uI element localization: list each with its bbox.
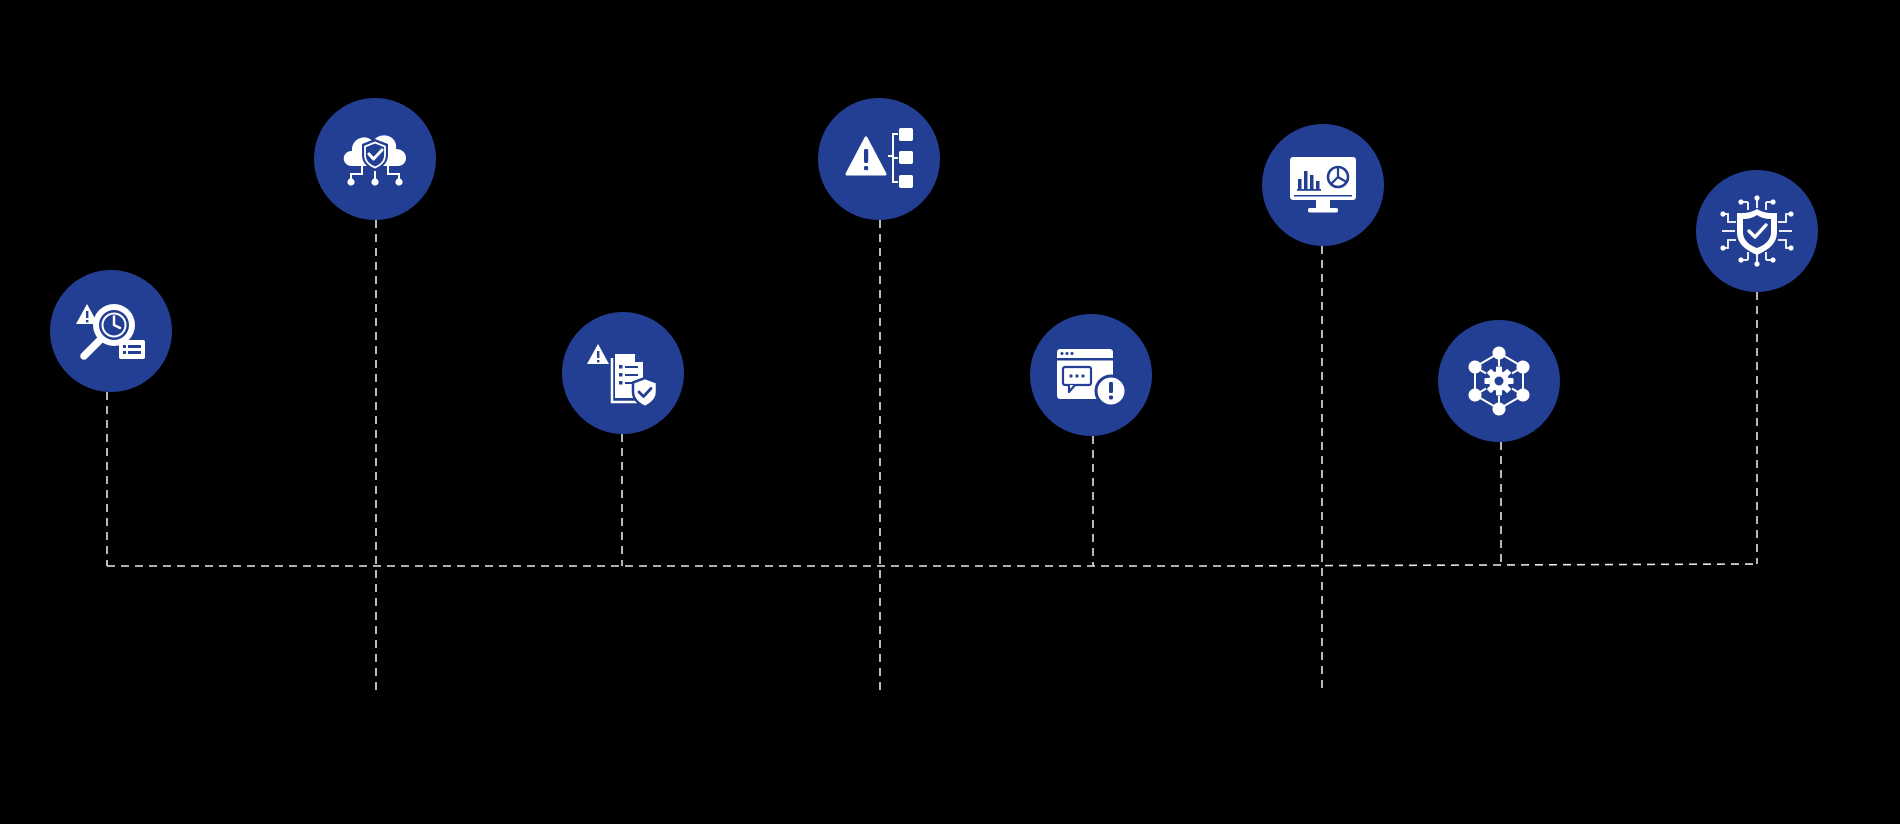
node-gear-network[interactable] <box>1438 320 1560 442</box>
circuit-shield-icon <box>1720 195 1794 267</box>
node-monitor-analytics[interactable] <box>1262 124 1384 246</box>
gear-network-icon <box>1468 346 1530 416</box>
node-cloud-security[interactable] <box>314 98 436 220</box>
risk-timer-search-icon <box>76 304 145 360</box>
node-browser-alert[interactable] <box>1030 314 1152 436</box>
node-circuit-shield[interactable] <box>1696 170 1818 292</box>
warning-hierarchy-icon <box>845 128 913 188</box>
node-warning-document[interactable] <box>562 312 684 434</box>
monitor-analytics-icon <box>1290 157 1356 213</box>
cloud-security-network-icon <box>343 135 407 186</box>
main-horizontal-line <box>107 563 1758 567</box>
node-risk-timer[interactable] <box>50 270 172 392</box>
warning-document-shield-icon <box>587 344 659 409</box>
browser-chat-alert-icon <box>1057 349 1128 408</box>
node-warning-hierarchy[interactable] <box>818 98 940 220</box>
